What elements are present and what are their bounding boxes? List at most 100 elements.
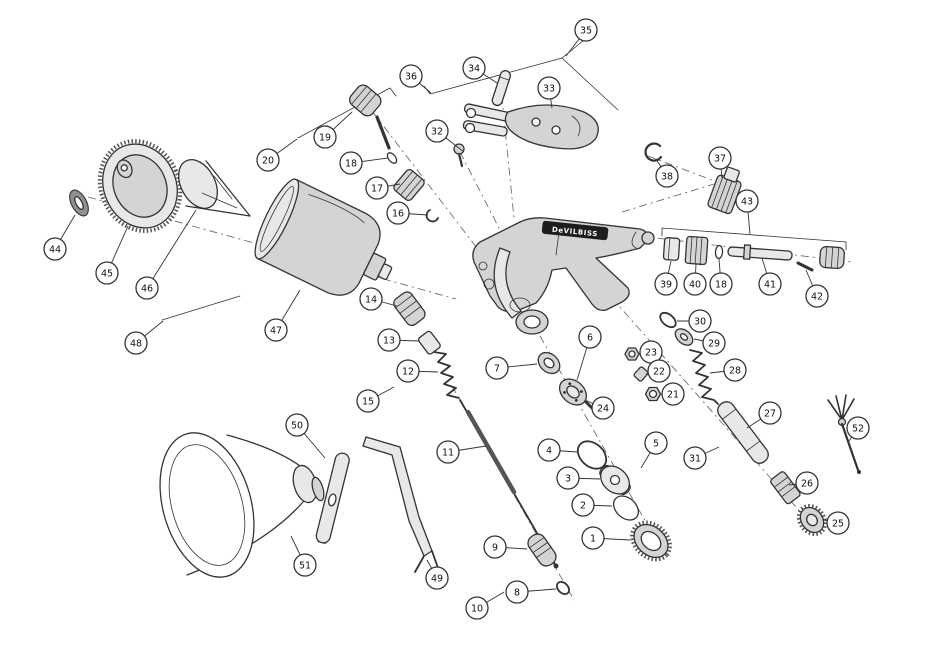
callout-balloon [485, 356, 509, 380]
callout-15: 15 [356, 386, 395, 413]
callout-number: 20 [262, 155, 274, 166]
callout-30: 30 [677, 309, 712, 333]
callout-balloon [483, 535, 507, 559]
part-25-cap [796, 504, 828, 536]
group-nozzle-chain [537, 347, 672, 562]
part-9-fitting [527, 533, 557, 567]
group-needle-assembly [393, 291, 570, 595]
callout-balloon [581, 526, 605, 550]
callout-number: 24 [597, 403, 609, 414]
part-27-valve-body [717, 401, 769, 464]
part-19-knob [349, 84, 382, 117]
callout-balloon [654, 272, 678, 296]
callout-number: 36 [405, 71, 417, 82]
callout-52: 52 [846, 416, 870, 442]
callout-balloon [574, 18, 598, 42]
callout-49: 49 [425, 559, 449, 590]
callout-number: 18 [715, 279, 727, 290]
callout-4: 4 [537, 438, 578, 462]
callout-number: 49 [431, 573, 443, 584]
part-14-knob [393, 291, 426, 327]
part-41-tube [727, 244, 793, 261]
part-16-clip [425, 209, 439, 223]
part-26-fitting [770, 471, 801, 505]
callout-balloon [356, 389, 380, 413]
callout-balloon [591, 396, 615, 420]
callout-28: 28 [709, 358, 747, 382]
callout-balloon [436, 440, 460, 464]
callout-number: 28 [729, 365, 741, 376]
callout-number: 32 [431, 126, 443, 137]
callout-44: 44 [43, 214, 76, 261]
callout-43: 43 [735, 189, 759, 235]
part-7-seat [537, 351, 561, 375]
part-52-pick-tool [827, 394, 861, 474]
callout-5: 5 [640, 431, 668, 469]
callout-13: 13 [377, 328, 420, 352]
callout-balloon [135, 276, 159, 300]
part-34-pin [491, 70, 511, 107]
callout-balloon [264, 318, 288, 342]
callout-number: 16 [392, 208, 404, 219]
callout-number: 46 [141, 283, 153, 294]
callout-number: 1 [590, 533, 596, 544]
callout-balloon [399, 64, 423, 88]
callout-balloon [795, 471, 819, 495]
callout-balloon [647, 359, 671, 383]
part-8-ring [556, 581, 570, 595]
callout-36: 36 [399, 64, 432, 94]
callout-balloon [43, 237, 67, 261]
callout-balloon [571, 493, 595, 517]
part-21-nut [644, 386, 662, 402]
callout-18: 18 [339, 151, 389, 175]
callout-number: 34 [468, 63, 480, 74]
callout-3: 3 [556, 466, 601, 490]
callout-16: 16 [386, 201, 429, 225]
callout-balloon [465, 596, 489, 620]
part-3-air-cap [599, 464, 631, 496]
part-47-cup [254, 178, 393, 296]
callout-balloon [359, 287, 383, 311]
callout-51: 51 [290, 535, 317, 577]
part-49-wrench [362, 436, 439, 573]
callout-balloon [386, 201, 410, 225]
callout-24: 24 [584, 396, 615, 420]
callout-14: 14 [359, 287, 398, 311]
callout-26: 26 [788, 471, 819, 495]
callout-46: 46 [135, 209, 197, 300]
callout-balloon [339, 151, 363, 175]
callout-balloon [95, 261, 119, 285]
part-33-trigger [462, 103, 599, 150]
part-24-baffle [558, 378, 588, 406]
callout-number: 8 [514, 587, 520, 598]
part-12-spring [433, 351, 460, 399]
callout-number: 42 [811, 291, 823, 302]
part-18-ring [386, 152, 398, 164]
callout-21: 21 [660, 382, 685, 406]
part-28-spring [689, 349, 719, 405]
callout-8: 8 [505, 580, 557, 604]
callout-41: 41 [758, 257, 782, 296]
callout-balloon [462, 56, 486, 80]
callout-number: 12 [402, 366, 414, 377]
callout-balloon [556, 466, 580, 490]
callout-42: 42 [805, 269, 829, 308]
part-51-cone [159, 432, 325, 578]
callout-19: 19 [313, 111, 353, 149]
callout-balloon [365, 176, 389, 200]
callout-balloon [688, 309, 712, 333]
group-fluid-adjust-chain [349, 84, 439, 223]
callout-27: 27 [746, 401, 782, 429]
callout-11: 11 [436, 440, 487, 464]
callout-balloon [758, 401, 782, 425]
callout-number: 41 [764, 279, 776, 290]
callout-number: 5 [653, 438, 659, 449]
callout-number: 30 [694, 316, 706, 327]
part-30-ring [659, 311, 677, 329]
callout-45: 45 [95, 225, 129, 285]
callout-number: 31 [689, 453, 701, 464]
callout-number: 51 [299, 560, 311, 571]
callout-balloon [578, 325, 602, 349]
callout-balloon [313, 125, 337, 149]
